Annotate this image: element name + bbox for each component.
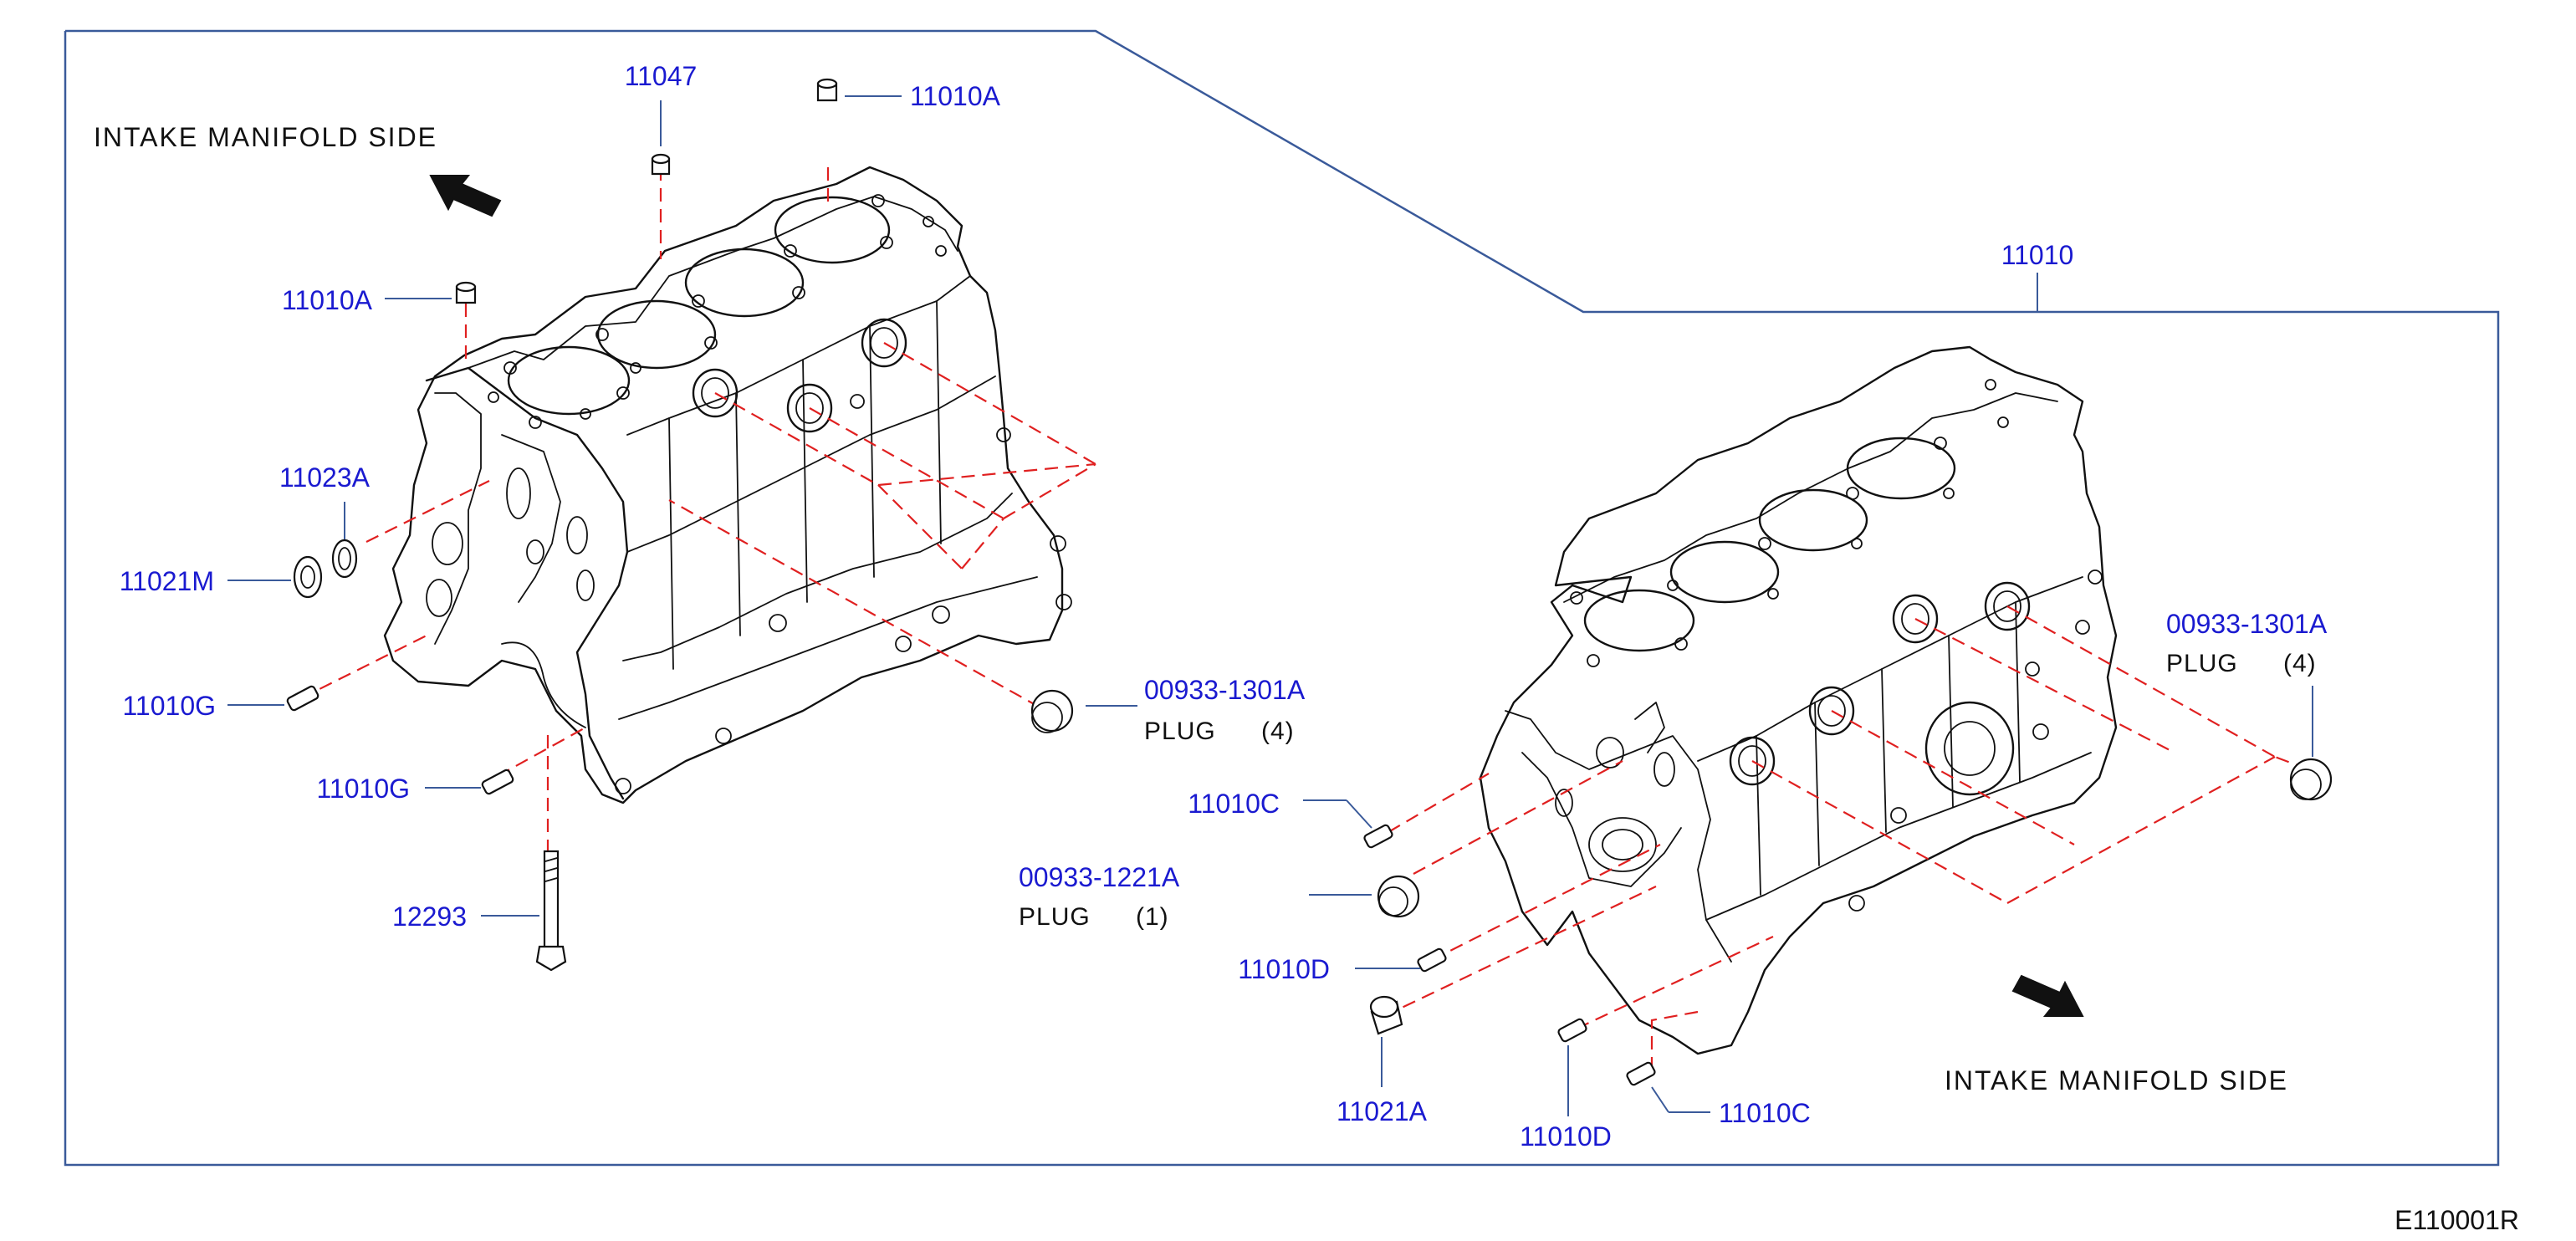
callout-11010[interactable]: 11010 [2001, 240, 2074, 270]
diagram-code: E110001R [2395, 1205, 2519, 1235]
plug-qty-right-a: (4) [2283, 650, 2317, 677]
callout-00933-1301a-left[interactable]: 00933-1301A [1144, 675, 1306, 705]
plug-label-right-a: PLUG [2166, 650, 2238, 677]
plug-label-left: PLUG [1144, 718, 1216, 745]
callout-11010g-1[interactable]: 11010G [123, 691, 217, 721]
callout-11023a[interactable]: 11023A [279, 462, 371, 493]
callout-11021a[interactable]: 11021A [1337, 1096, 1428, 1126]
callout-11010d-2[interactable]: 11010D [1520, 1121, 1612, 1152]
callout-12293[interactable]: 12293 [392, 901, 467, 932]
intake-manifold-side-label-right: INTAKE MANIFOLD SIDE [1945, 1065, 2288, 1095]
plug-00933-1301a-left [1030, 689, 1074, 733]
callout-11010a-top[interactable]: 11010A [910, 81, 1001, 111]
pin-11010d-1 [1417, 947, 1447, 973]
right-engine-block [1479, 345, 2118, 1055]
callout-11010a-left[interactable]: 11010A [282, 285, 373, 315]
plug-label-right-b: PLUG [1019, 903, 1091, 931]
intake-manifold-side-label-left: INTAKE MANIFOLD SIDE [94, 122, 437, 152]
plug-00933-1221a [1377, 875, 1420, 918]
right-small-parts [1363, 758, 2333, 1086]
callout-00933-1301a-right[interactable]: 00933-1301A [2166, 609, 2328, 639]
left-small-parts [286, 78, 1074, 972]
left-engine-block [383, 166, 1072, 804]
pin-11010d-2 [1557, 1018, 1587, 1043]
dowel-11010a-top [816, 78, 838, 102]
pin-11010g-2 [481, 769, 514, 795]
callout-11010c-1[interactable]: 11010C [1188, 789, 1280, 819]
diagram-frame [64, 29, 2500, 1167]
left-leaders [227, 95, 1137, 917]
pin-11010g-1 [286, 685, 319, 712]
callout-11047[interactable]: 11047 [625, 61, 698, 91]
callout-00933-1221a[interactable]: 00933-1221A [1019, 862, 1180, 892]
part-11047 [651, 153, 671, 176]
plug-00933-1301a-right [2289, 758, 2333, 801]
callout-11021m[interactable]: 11021M [120, 566, 214, 596]
dowel-11010a-left [455, 281, 477, 304]
callout-11010c-2[interactable]: 11010C [1719, 1098, 1811, 1128]
seal-11021m [293, 555, 323, 599]
right-red-guides [1383, 605, 2309, 1070]
callout-11010d-1[interactable]: 11010D [1238, 954, 1330, 984]
bolt-12293 [535, 850, 567, 972]
callout-11010g-2[interactable]: 11010G [317, 774, 411, 804]
left-red-guides [300, 167, 1096, 853]
arrow-down-right-icon [2011, 974, 2084, 1017]
plug-qty-left: (4) [1261, 718, 1295, 745]
right-leaders [1303, 686, 2313, 1116]
pin-11010c-1 [1363, 824, 1393, 849]
plug-11021a [1369, 995, 1403, 1035]
arrow-up-left-icon [429, 175, 502, 217]
plug-qty-right-b: (1) [1136, 903, 1169, 931]
ring-11023a [331, 539, 358, 579]
pin-11010c-2 [1626, 1061, 1656, 1086]
